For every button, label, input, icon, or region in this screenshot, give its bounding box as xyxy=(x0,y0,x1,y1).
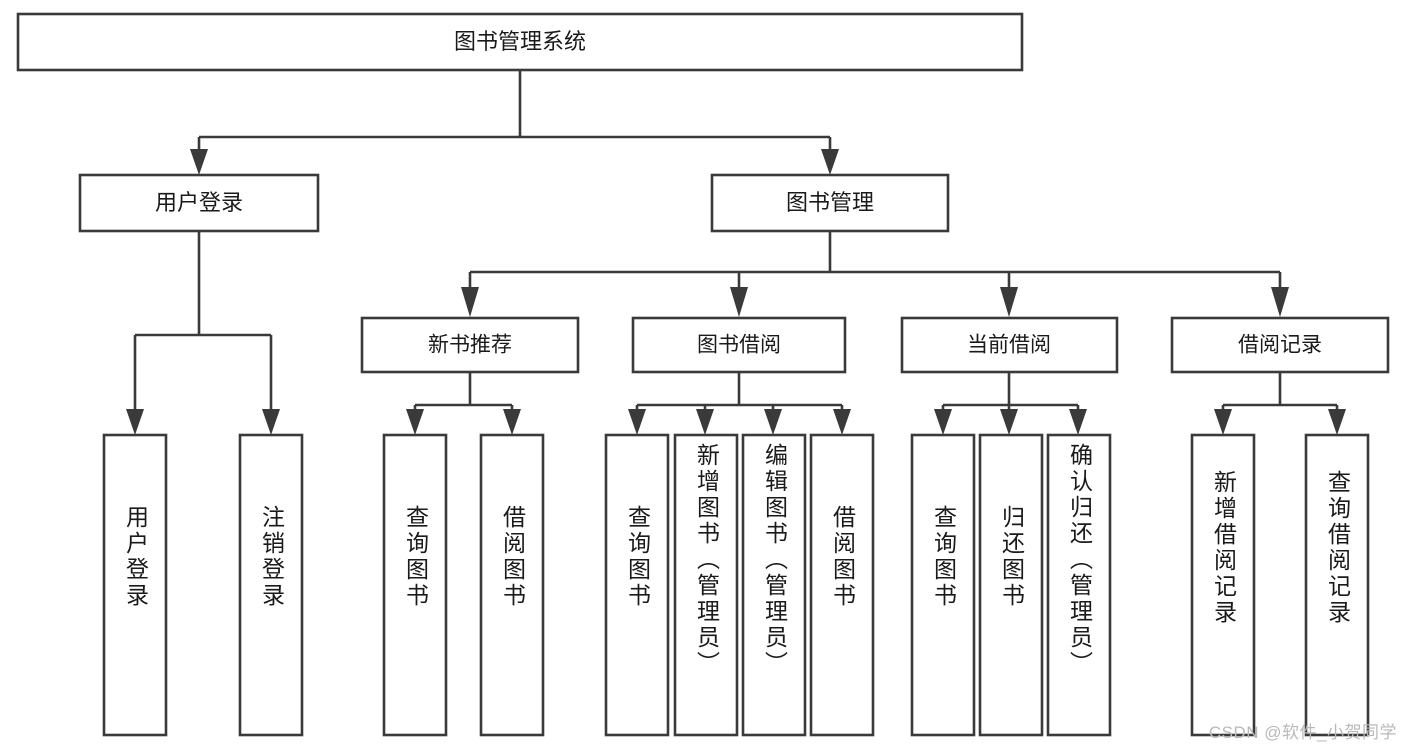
level2-label-1: 图书管理 xyxy=(786,190,874,215)
arrow-head-icon-level3-4 xyxy=(1271,287,1289,317)
arrow-head-icon-bookborrow-3 xyxy=(764,409,782,435)
arrow-head-icon-level2-2 xyxy=(821,149,839,175)
level3-box-3[interactable] xyxy=(1170,316,1390,374)
arrow-head-icon-currentborrow-1 xyxy=(934,409,952,435)
arrow-head-icon-level3-2 xyxy=(730,287,748,317)
level2-box-1[interactable] xyxy=(710,173,950,233)
leaf-box-current-borrow-0[interactable] xyxy=(910,433,976,737)
leaf-box-book-borrow-0[interactable] xyxy=(604,433,670,737)
node-user-login[interactable]: 用户登录 xyxy=(78,173,320,233)
leaf-box-user-login-1[interactable] xyxy=(238,433,304,737)
level3-label-2: 当前借阅 xyxy=(967,334,1051,357)
arrow-head-icon-userlogin-1 xyxy=(126,409,144,435)
node-book-borrow[interactable]: 图书借阅 xyxy=(631,316,847,374)
node-current-borrow[interactable]: 当前借阅 xyxy=(900,316,1119,374)
node-borrow-record[interactable]: 借阅记录 xyxy=(1170,316,1390,374)
leaf-box-user-login-0[interactable] xyxy=(102,433,168,737)
arrow-head-icon-level3-3 xyxy=(1000,287,1018,317)
root-box[interactable] xyxy=(16,12,1024,72)
node-new-book-recommend[interactable]: 新书推荐 xyxy=(360,316,580,374)
level3-label-3: 借阅记录 xyxy=(1238,334,1322,357)
arrow-head-icon-newbook-2 xyxy=(503,409,521,435)
leaf-box-current-borrow-1[interactable] xyxy=(978,433,1044,737)
arrow-head-icon-bookborrow-4 xyxy=(833,409,851,435)
leaf-box-book-borrow-3[interactable] xyxy=(809,433,875,737)
node-root[interactable]: 图书管理系统 xyxy=(16,12,1024,72)
arrow-head-icon-newbook-1 xyxy=(406,409,424,435)
level3-box-2[interactable] xyxy=(900,316,1119,374)
leaf-box-book-borrow-1[interactable] xyxy=(673,433,739,737)
arrow-head-icon-currentborrow-2 xyxy=(1000,409,1018,435)
leaf-box-current-borrow-2[interactable] xyxy=(1046,433,1112,737)
leaf-box-new-book-1[interactable] xyxy=(479,433,545,737)
level3-label-1: 图书借阅 xyxy=(697,334,781,357)
arrow-head-icon-level2-1 xyxy=(190,149,208,175)
root-label: 图书管理系统 xyxy=(454,29,586,54)
arrow-head-icon-borrowrecord-1 xyxy=(1214,409,1232,435)
arrow-head-icon-level3-1 xyxy=(461,287,479,317)
level3-label-0: 新书推荐 xyxy=(428,334,512,357)
leaf-box-borrow-record-1[interactable] xyxy=(1304,433,1370,737)
arrow-head-icon-bookborrow-2 xyxy=(696,409,714,435)
csdn-watermark: CSDN @软件_小贺同学 xyxy=(1208,723,1397,742)
arrow-head-icon-bookborrow-1 xyxy=(628,409,646,435)
level3-box-1[interactable] xyxy=(631,316,847,374)
level3-box-0[interactable] xyxy=(360,316,580,374)
leaf-box-book-borrow-2[interactable] xyxy=(741,433,807,737)
leaf-box-borrow-record-0[interactable] xyxy=(1190,433,1256,737)
arrow-head-icon-currentborrow-3 xyxy=(1069,409,1087,435)
leaf-box-new-book-0[interactable] xyxy=(382,433,448,737)
level2-label-0: 用户登录 xyxy=(155,190,243,215)
arrow-head-icon-userlogin-2 xyxy=(262,409,280,435)
node-book-management[interactable]: 图书管理 xyxy=(710,173,950,233)
arrow-head-icon-borrowrecord-2 xyxy=(1328,409,1346,435)
